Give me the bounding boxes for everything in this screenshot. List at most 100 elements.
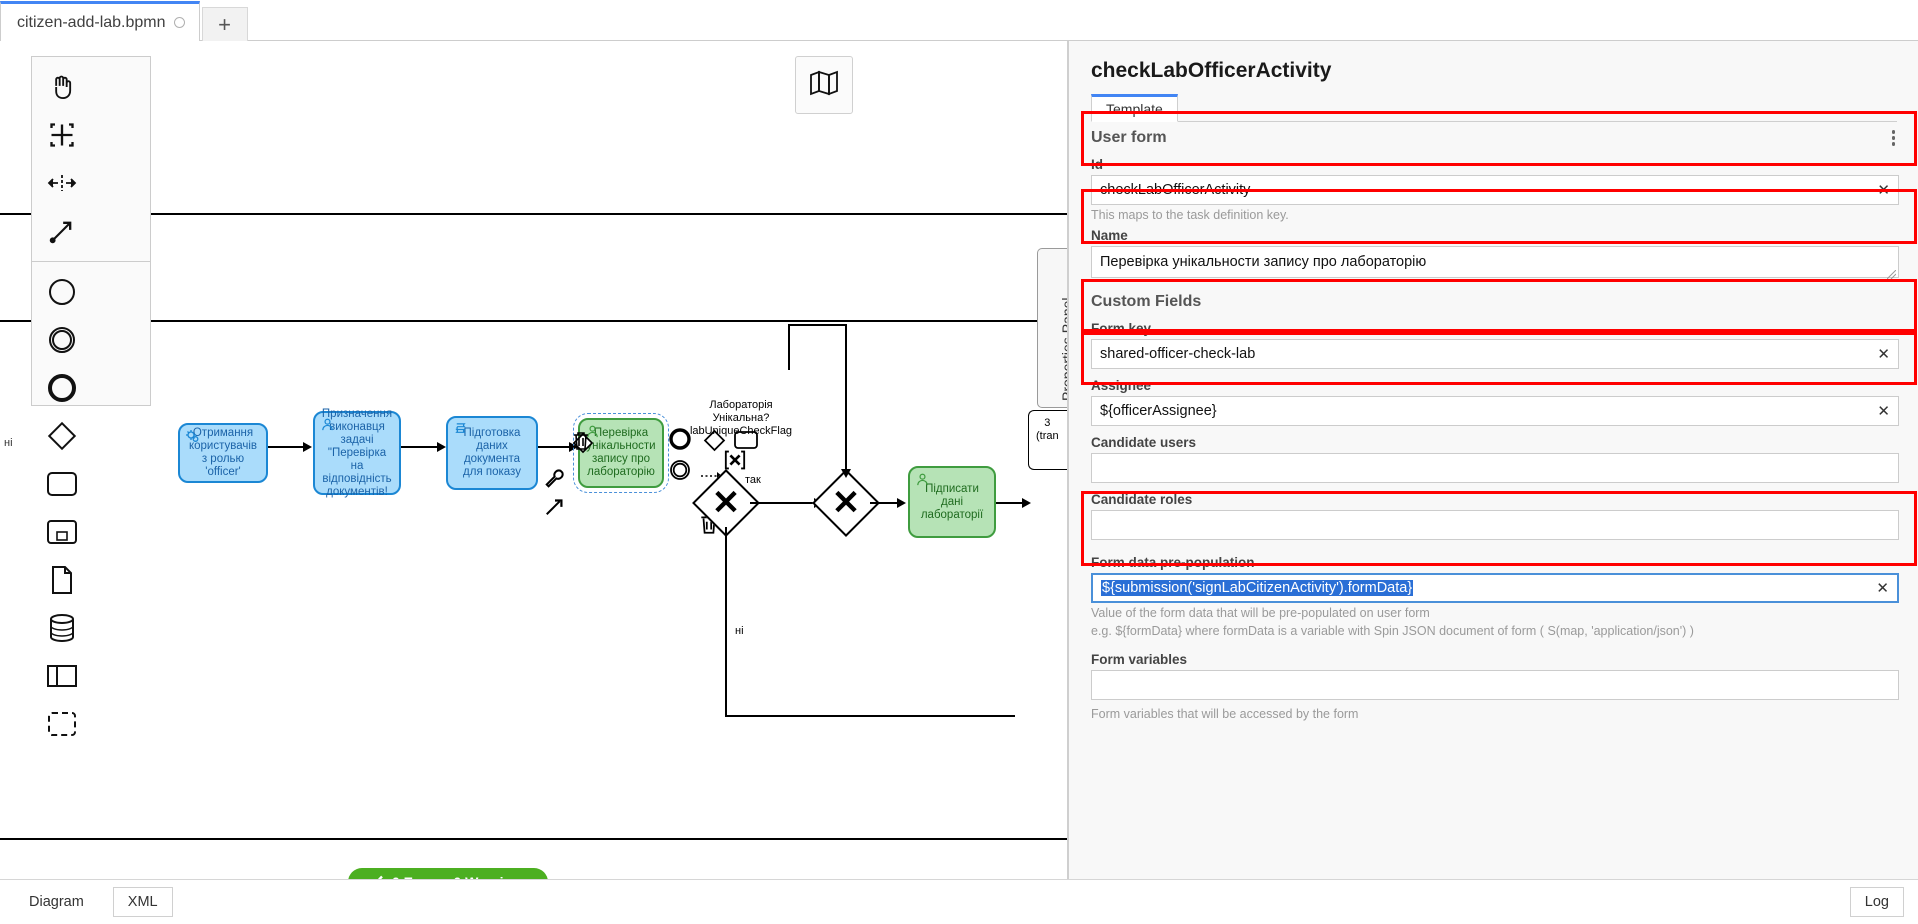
field-form-key: Form key shared-officer-check-lab ✕	[1069, 317, 1918, 370]
participant-icon[interactable]	[32, 652, 92, 700]
properties-panel-handle-secondary[interactable]: 3 (tran	[1028, 410, 1068, 470]
subprocess-icon[interactable]	[32, 508, 92, 556]
data-object-icon[interactable]	[32, 556, 92, 604]
task-label: Підготовка даних документа для показу	[463, 427, 521, 478]
flow-label-yes: так	[745, 474, 761, 486]
flow-label-no: ні	[735, 625, 744, 637]
field-label: Form variables	[1091, 652, 1188, 667]
intermediate-event-icon[interactable]	[32, 316, 92, 364]
field-hint: Form variables that will be accessed by …	[1091, 707, 1359, 721]
name-input[interactable]: Перевірка унікальности запису про лабора…	[1091, 246, 1899, 280]
log-button[interactable]: Log	[1849, 887, 1904, 917]
space-tool-icon[interactable]	[32, 159, 92, 207]
task-icon[interactable]	[32, 460, 92, 508]
task-label: Призначення виконавця задачі "Перевірка …	[321, 407, 393, 498]
sequence-flow-top-vertical[interactable]	[788, 324, 790, 370]
field-label: Form data pre-population	[1091, 555, 1255, 570]
handle-secondary-label: 3 (tran	[1036, 417, 1059, 442]
sequence-flow-yes[interactable]	[750, 502, 816, 504]
id-input[interactable]: checkLabOfficerActivity ✕	[1091, 175, 1899, 205]
service-task-icon	[185, 429, 201, 449]
sequence-flow[interactable]	[268, 446, 305, 448]
append-connect-arrow-icon[interactable]	[542, 493, 568, 519]
sequence-flow-top[interactable]	[845, 324, 847, 476]
field-id: Id checkLabOfficerActivity ✕ This maps t…	[1069, 153, 1918, 224]
bpmn-task-pidpysaty-dani-laboratorii[interactable]: Підписати дані лабораторії	[908, 466, 996, 538]
bpmn-task-perevirka-unikalnosti[interactable]: Перевірка унікальности запису про лабора…	[573, 413, 669, 493]
sequence-flow-no-vertical[interactable]	[725, 527, 727, 717]
append-task-icon[interactable]	[733, 427, 759, 453]
append-end-event-icon[interactable]	[667, 426, 693, 452]
hand-tool-icon[interactable]	[32, 63, 92, 111]
kebab-menu-icon[interactable]	[1888, 126, 1900, 150]
sequence-flow-top-horizontal[interactable]	[788, 324, 847, 326]
bpmn-palette[interactable]	[31, 56, 151, 736]
user-task-icon	[585, 424, 600, 443]
delete-icon[interactable]	[568, 428, 594, 454]
task-label: Підписати дані лабораторії	[920, 482, 984, 521]
form-key-input-value: shared-officer-check-lab	[1100, 346, 1256, 362]
form-data-pre-population-input[interactable]: ${submission('signLabCitizenActivity').f…	[1091, 573, 1899, 603]
group-title: User form	[1091, 129, 1167, 146]
tab-label: citizen-add-lab.bpmn	[17, 13, 166, 31]
sequence-flow-arrowhead	[897, 498, 906, 508]
field-name: Name Перевірка унікальности запису про л…	[1069, 224, 1918, 280]
assignee-input[interactable]: ${officerAssignee} ✕	[1091, 396, 1899, 426]
append-gateway-icon[interactable]	[701, 427, 727, 453]
start-event-icon[interactable]	[32, 268, 92, 316]
tab-template[interactable]: Template	[1091, 94, 1178, 122]
field-hint: This maps to the task definition key.	[1091, 208, 1289, 222]
connect-tool-icon[interactable]	[32, 207, 92, 255]
end-event-icon[interactable]	[32, 364, 92, 412]
clear-icon[interactable]: ✕	[1877, 403, 1890, 420]
properties-tabs[interactable]: Template	[1091, 94, 1897, 122]
sequence-flow[interactable]	[870, 502, 900, 504]
wrench-icon[interactable]	[542, 466, 568, 492]
field-hint-example: e.g. ${formData} where formData is a var…	[1091, 624, 1694, 638]
editor-tab-bar: citizen-add-lab.bpmn +	[0, 0, 1918, 41]
group-header-user-form: User form	[1069, 123, 1918, 153]
data-store-icon[interactable]	[32, 604, 92, 652]
assignee-input-value: ${officerAssignee}	[1100, 403, 1217, 419]
field-hint: Value of the form data that will be pre-…	[1091, 606, 1430, 620]
user-task-icon	[915, 472, 930, 491]
bottom-bar: Diagram XML Log	[0, 879, 1918, 924]
clear-icon[interactable]: ✕	[1877, 346, 1890, 363]
properties-panel[interactable]: checkLabOfficerActivity Template User fo…	[1068, 41, 1918, 879]
candidate-roles-input[interactable]	[1091, 510, 1899, 540]
form-key-input[interactable]: shared-officer-check-lab ✕	[1091, 339, 1899, 369]
new-tab-button[interactable]: +	[201, 7, 248, 41]
tab-citizen-add-lab-bpmn[interactable]: citizen-add-lab.bpmn	[0, 1, 200, 41]
replace-icon[interactable]	[722, 447, 748, 473]
form-data-pre-population-input-value: ${submission('signLabCitizenActivity').f…	[1101, 580, 1414, 596]
lasso-tool-icon[interactable]	[32, 111, 92, 159]
field-label: Name	[1091, 228, 1128, 243]
canvas-edge-label: ні	[4, 437, 13, 449]
bpmn-task-pryznachennya-vykonavtsya[interactable]: Призначення виконавця задачі "Перевірка …	[313, 408, 401, 498]
gateway-icon[interactable]	[32, 412, 92, 460]
page-title: checkLabOfficerActivity	[1091, 59, 1332, 82]
resize-grip-icon[interactable]	[1886, 267, 1897, 280]
lane-divider-middle	[0, 320, 1068, 322]
canvas-right-border	[1067, 41, 1068, 879]
sequence-flow[interactable]	[996, 502, 1024, 504]
sequence-flow-no-horizontal[interactable]	[725, 715, 1015, 717]
bpmn-canvas[interactable]: ні Отримання користувачів з ролью 'offic…	[0, 41, 1068, 879]
form-variables-input[interactable]	[1091, 670, 1899, 700]
sequence-flow[interactable]	[538, 446, 571, 448]
bpmn-task-pidgotovka-danyh[interactable]: Підготовка даних документа для показу	[446, 416, 538, 490]
tab-xml[interactable]: XML	[112, 887, 173, 917]
candidate-users-input[interactable]	[1091, 453, 1899, 483]
minimap-toggle-button[interactable]	[795, 56, 853, 114]
append-intermediate-event-icon[interactable]	[667, 457, 693, 483]
tab-diagram[interactable]: Diagram	[14, 887, 99, 917]
user-task-icon	[320, 417, 335, 436]
properties-panel-handle[interactable]: Properties Panel	[1037, 248, 1075, 408]
bpmn-task-otrymannya-korystuvachiv[interactable]: Отримання користувачів з ролью 'officer'	[178, 423, 268, 483]
gateway-label: Лабораторія Унікальна? labUniqueCheckFla…	[689, 399, 793, 437]
sequence-flow[interactable]	[401, 446, 439, 448]
group-icon[interactable]	[32, 700, 92, 748]
unsaved-changes-icon[interactable]	[173, 17, 185, 28]
clear-icon[interactable]: ✕	[1877, 182, 1890, 199]
clear-icon[interactable]: ✕	[1876, 580, 1889, 597]
